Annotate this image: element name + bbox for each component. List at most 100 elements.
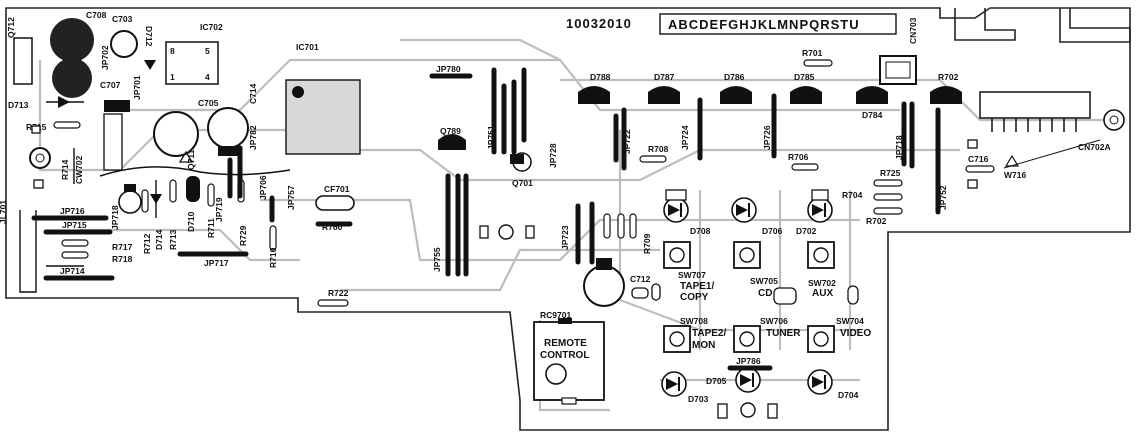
switch-sw707[interactable] (663, 241, 691, 269)
led-d788 (578, 86, 610, 104)
label-sw705: SW705 (750, 276, 778, 286)
label-d785: D785 (794, 72, 815, 82)
label-c703: C703 (112, 14, 133, 24)
diode-d708 (663, 197, 689, 223)
label-r708: R708 (648, 144, 669, 154)
resistor-r712 (141, 189, 149, 213)
label-jp726: JP726 (762, 125, 772, 150)
filter-cf701 (315, 195, 355, 211)
label-r702-bottom: R702 (866, 216, 887, 226)
label-sw708-line2: MON (692, 340, 715, 351)
resistor-r711 (207, 183, 215, 207)
label-d714: D714 (154, 229, 164, 250)
warning-triangle-2 (1004, 154, 1020, 167)
label-jp786: JP786 (736, 356, 761, 366)
label-d786: D786 (724, 72, 745, 82)
hole-small-1 (498, 224, 514, 240)
label-r702-top: R702 (938, 72, 959, 82)
diode-d712 (144, 60, 156, 70)
pad-oval-sw707 (651, 283, 661, 301)
switch-sw708[interactable] (663, 325, 691, 353)
label-c714: C714 (248, 83, 258, 104)
connector-jl701 (19, 210, 37, 293)
label-d708: D708 (690, 226, 711, 236)
label-jp714: JP714 (60, 266, 85, 276)
label-sw708: SW708 (680, 316, 708, 326)
pad-rect-4 (767, 403, 778, 419)
resistor-r722 (317, 299, 349, 307)
pad-square-4 (967, 179, 978, 189)
resistor-r708 (639, 155, 667, 163)
jumper-block-jp (104, 100, 130, 112)
label-ic702: IC702 (200, 22, 223, 32)
resistor-r701 (803, 59, 833, 67)
switch-sw704[interactable] (807, 325, 835, 353)
label-r711: R711 (206, 218, 216, 238)
label-sw706-line1: TUNER (766, 328, 801, 339)
transistor-q713 (118, 190, 142, 214)
board-part-number: 10032010 (566, 16, 632, 31)
resistor-r709a (603, 213, 611, 239)
label-jp716: JP716 (60, 206, 85, 216)
pad-rect-2 (525, 225, 535, 239)
label-sw704: SW704 (836, 316, 864, 326)
ic702-pin-4: 4 (205, 72, 210, 82)
capacitor-c705 (153, 111, 199, 157)
cn702a-pins (991, 118, 1077, 132)
capacitor-c712-pad (596, 258, 612, 270)
led-d785 (790, 86, 822, 104)
label-jp755: JP755 (432, 247, 442, 272)
switch-sw705[interactable] (733, 241, 761, 269)
label-jp757: JP757 (286, 185, 296, 210)
label-d788: D788 (590, 72, 611, 82)
switch-sw706[interactable] (733, 325, 761, 353)
label-jp780: JP780 (436, 64, 461, 74)
label-jp701: JP701 (132, 75, 142, 100)
label-c712: C712 (630, 274, 651, 284)
label-jp718: JP718 (110, 205, 120, 230)
label-jp722: JP722 (622, 129, 632, 154)
board-tab-right (1059, 8, 1131, 43)
pad-square-3 (967, 139, 978, 149)
label-ic701: IC701 (296, 42, 319, 52)
label-jp718b: JP718 (894, 135, 904, 160)
pad-rect-3 (717, 403, 728, 419)
resistor-r706 (791, 163, 819, 171)
switch-sw702[interactable] (807, 241, 835, 269)
capacitor-cw702-body (103, 113, 123, 171)
ic702-pin-5: 5 (205, 46, 210, 56)
pad-rect-1 (479, 225, 489, 239)
ic-pad-q711 (218, 146, 240, 156)
label-r709: R709 (642, 233, 652, 254)
resistor-r709b (617, 213, 625, 239)
capacitor-c708 (50, 18, 94, 62)
label-sw706: SW706 (760, 316, 788, 326)
label-jp782: JP782 (248, 125, 258, 150)
resistor-r717 (61, 239, 89, 247)
pad-square-2 (33, 179, 44, 189)
label-sw704-line1: VIDEO (840, 328, 871, 339)
label-sw708-line1: TAPE2/ (692, 328, 726, 339)
capacitor-c703 (110, 30, 138, 58)
label-d713: D713 (8, 100, 29, 110)
label-c716: C716 (968, 154, 989, 164)
diode-d705 (735, 367, 761, 393)
pad-q713 (124, 184, 136, 192)
led-d786 (720, 86, 752, 104)
label-d705: D705 (706, 376, 727, 386)
label-jp706: JP706 (258, 175, 268, 200)
label-sw702-line1: AUX (812, 288, 833, 299)
capacitor-c707 (52, 58, 92, 98)
label-c708: C708 (86, 10, 107, 20)
label-r760: R760 (322, 222, 343, 232)
label-d702: D702 (796, 226, 817, 236)
led-d787 (648, 86, 680, 104)
label-q789: Q789 (440, 126, 461, 136)
pad-sw705 (773, 287, 797, 305)
label-sw707: SW707 (678, 270, 706, 280)
ic702-outline (165, 41, 219, 85)
label-cf701: CF701 (324, 184, 350, 194)
diode-d703 (661, 371, 687, 397)
label-jp723: JP723 (560, 225, 570, 250)
resistor-r703 (873, 207, 903, 215)
